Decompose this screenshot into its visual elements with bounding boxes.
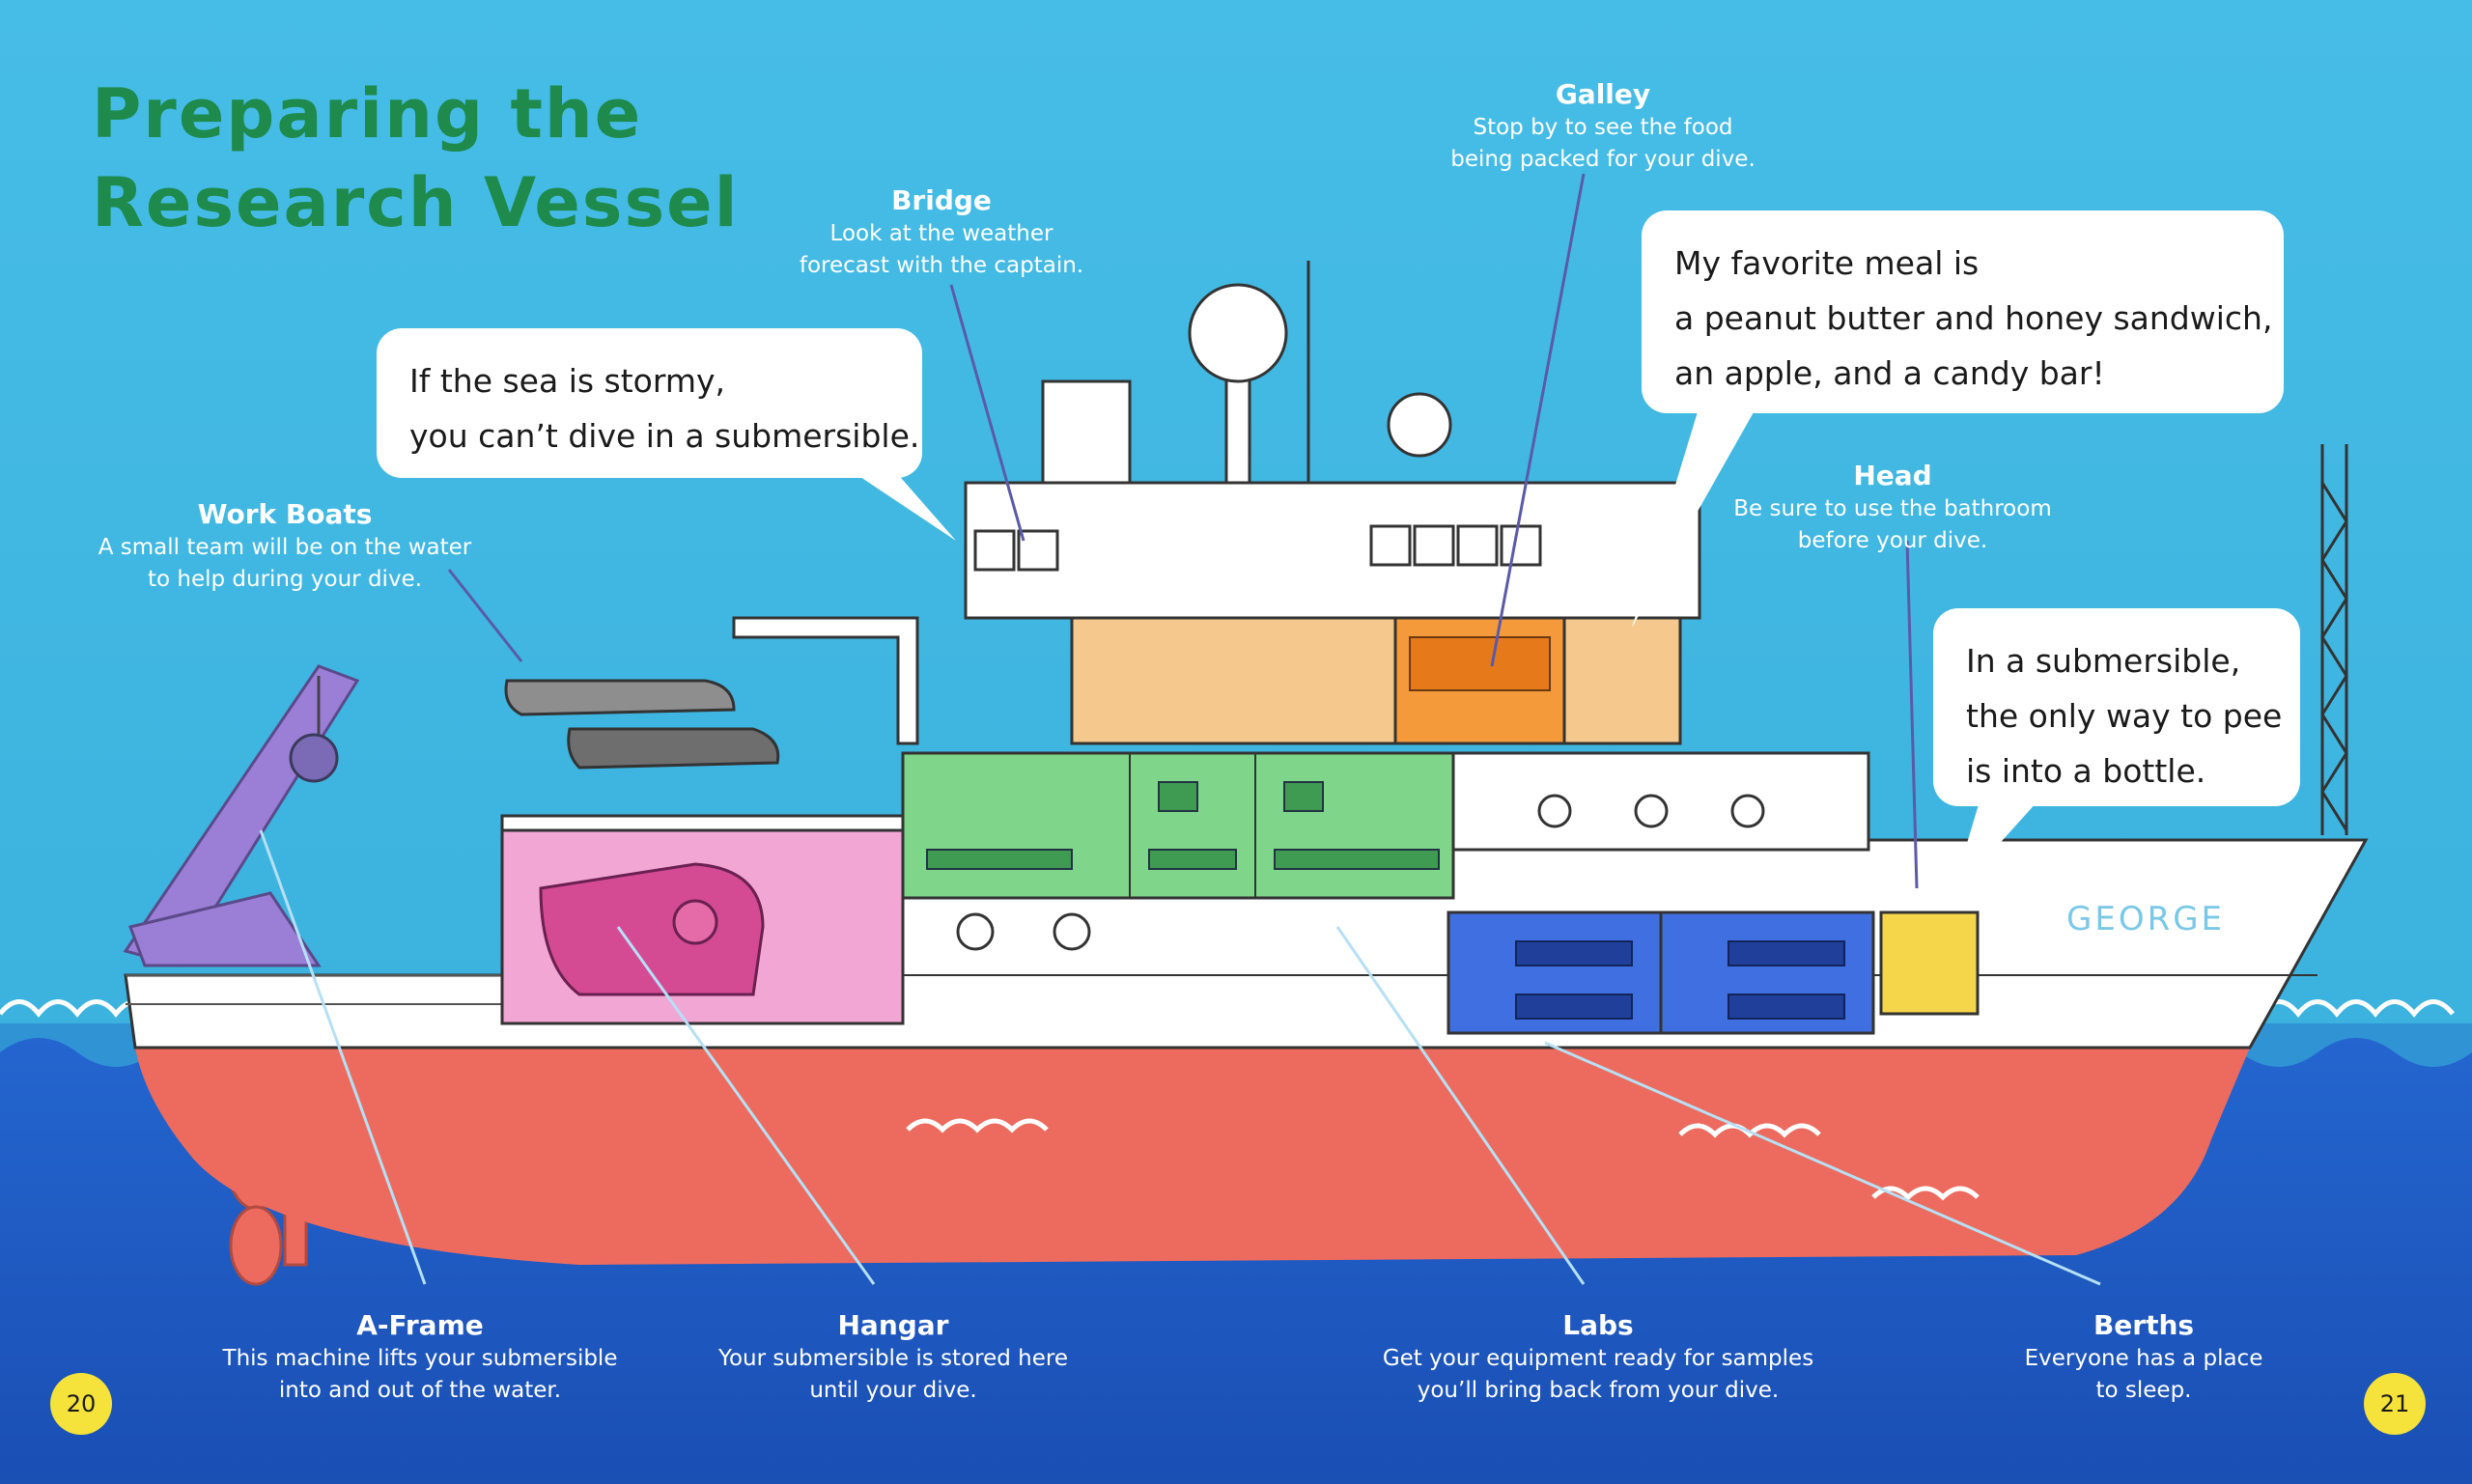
small-dome: [1387, 392, 1452, 458]
funnel: [1041, 379, 1132, 485]
labs-line-1: Get your equipment ready for samples: [1382, 1346, 1814, 1371]
leader-lines-light: [259, 829, 2101, 1286]
labs-heading: Labs: [1562, 1309, 1634, 1341]
title-line-2: Research Vessel: [92, 163, 740, 242]
mess-room: [1070, 616, 1397, 745]
meal-line-1: My favorite meal is: [1674, 244, 1980, 282]
hangar-heading: Hangar: [837, 1309, 949, 1341]
speech-bubble-meal: My favorite meal is a peanut butter and …: [1642, 210, 2284, 413]
leader-lines: [447, 173, 1919, 889]
bridge-line-2: forecast with the captain.: [799, 253, 1084, 278]
label-work-boats: Work Boats A small team will be on the w…: [68, 497, 502, 596]
a-frame-line-2: into and out of the water.: [278, 1378, 562, 1403]
radar-mast: [1224, 375, 1251, 485]
head-heading: Head: [1853, 460, 1932, 491]
ship-name: GEORGE: [2066, 900, 2225, 938]
galley-line-2: being packed for your dive.: [1450, 147, 1756, 172]
label-bridge: Bridge Look at the weather forecast with…: [753, 183, 1130, 282]
page-title: Preparing the Research Vessel: [92, 70, 740, 247]
meal-line-3: an apple, and a candy bar!: [1674, 354, 2105, 392]
label-hangar: Hangar Your submersible is stored here u…: [676, 1308, 1110, 1407]
bubble-tail-pee: [1951, 801, 2037, 898]
bridge-heading: Bridge: [891, 184, 992, 216]
a-frame-heading: A-Frame: [356, 1309, 484, 1341]
title-line-1: Preparing the: [92, 74, 643, 154]
speech-bubble-stormy: If the sea is stormy, you can’t dive in …: [377, 328, 922, 478]
lab-benches: [926, 781, 1440, 870]
pee-line-3: is into a bottle.: [1966, 752, 2206, 790]
ship-hull: [135, 1048, 2250, 1265]
galley-heading: Galley: [1555, 78, 1651, 110]
head-line-1: Be sure to use the bathroom: [1733, 496, 2052, 521]
stormy-line-2: you can’t dive in a submersible.: [409, 417, 920, 455]
berths-line-2: to sleep.: [2095, 1378, 2192, 1403]
work-boats: [504, 679, 780, 770]
label-head: Head Be sure to use the bathroom before …: [1700, 459, 2086, 557]
label-a-frame: A-Frame This machine lifts your submersi…: [188, 1308, 652, 1407]
radar-dome: [1188, 283, 1288, 383]
portholes: [956, 794, 1765, 951]
head-line-2: before your dive.: [1797, 528, 1988, 553]
bridge-windows: [973, 524, 1542, 572]
a-frame-crane: [123, 664, 360, 967]
labs-line-2: you’ll bring back from your dive.: [1417, 1378, 1780, 1403]
hull-wave-marks: [906, 1118, 1980, 1201]
meal-line-2: a peanut butter and honey sandwich,: [1674, 299, 2273, 337]
stormy-line-1: If the sea is stormy,: [409, 362, 726, 400]
bridge-line-1: Look at the weather: [829, 221, 1053, 246]
hangar-line-2: until your dive.: [809, 1378, 977, 1403]
a-frame-line-1: This machine lifts your submersible: [222, 1346, 618, 1371]
pee-line-2: the only way to pee: [1966, 697, 2283, 735]
galley-counter: [1409, 636, 1551, 691]
bow-tower: [2320, 444, 2348, 835]
hangar-line-1: Your submersible is stored here: [717, 1346, 1068, 1371]
pee-line-1: In a submersible,: [1966, 642, 2241, 680]
upper-deck-structure: [964, 481, 1701, 620]
label-labs: Labs Get your equipment ready for sample…: [1342, 1308, 1854, 1407]
lab-room: [901, 751, 1455, 900]
work-boats-heading: Work Boats: [197, 498, 373, 530]
berths-heading: Berths: [2093, 1309, 2195, 1341]
bunk-beds: [1515, 940, 1845, 1020]
berths-line-1: Everyone has a place: [2024, 1346, 2263, 1371]
page-number-left: 20: [50, 1373, 112, 1435]
submersible: [539, 862, 765, 996]
head-room: [1879, 910, 1980, 1016]
work-boats-line-1: A small team will be on the water: [98, 535, 472, 560]
bubble-tail-meal: [1632, 406, 1757, 628]
galley-line-1: Stop by to see the food: [1473, 115, 1733, 140]
label-berths: Berths Everyone has a place to sleep.: [1980, 1308, 2308, 1407]
label-galley: Galley Stop by to see the food being pac…: [1390, 77, 1815, 176]
bubble-tail-stormy: [840, 463, 956, 541]
page-number-right: 21: [2364, 1373, 2426, 1435]
speech-bubble-pee: In a submersible, the only way to pee is…: [1933, 608, 2300, 806]
work-boats-line-2: to help during your dive.: [147, 567, 423, 592]
galley-serving-area: [1562, 616, 1682, 745]
davit-crane: [732, 616, 919, 745]
